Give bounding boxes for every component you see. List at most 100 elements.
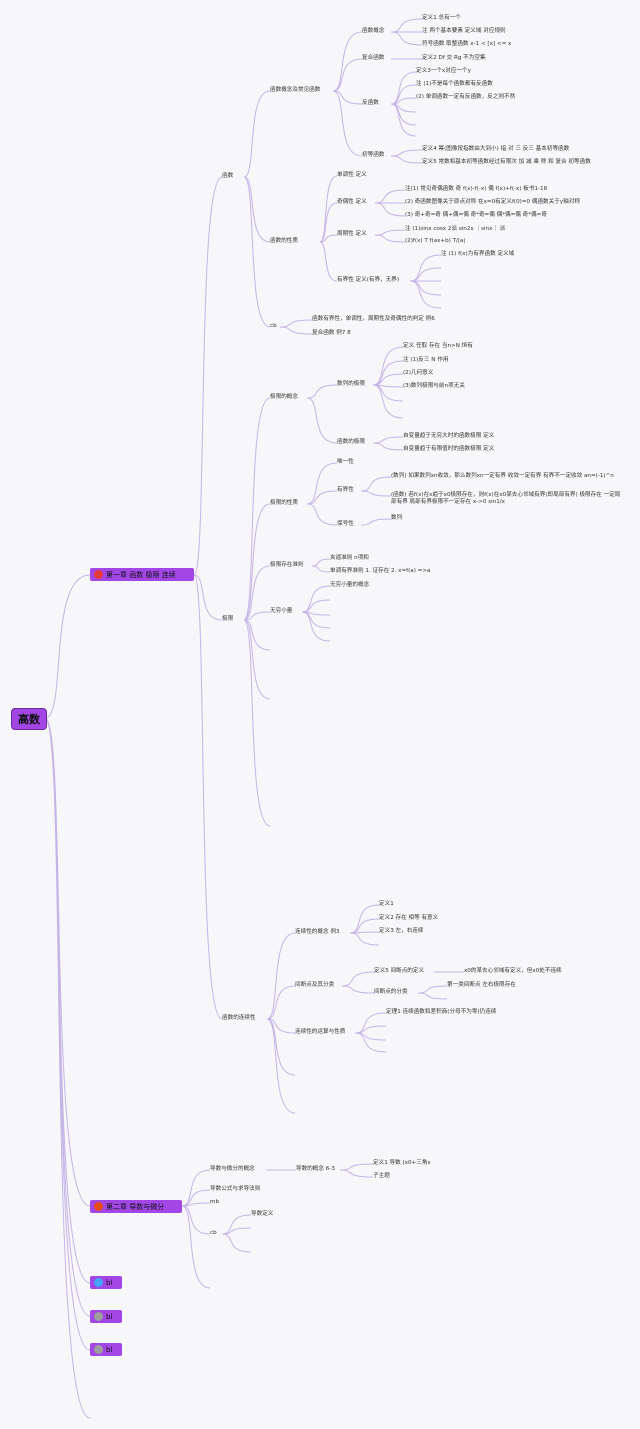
connector-line bbox=[311, 558, 331, 567]
node-ch2-daoshu-gn[interactable]: 导数的概念 6-3 bbox=[296, 1166, 335, 1172]
node-fan[interactable]: 反函数 bbox=[362, 100, 379, 106]
node-zhouqi-item-2[interactable]: (2)f(x) T f(ax+b) T/|a| bbox=[405, 238, 466, 244]
node-lianxu-item-3[interactable]: 定义3 左，右连续 bbox=[379, 928, 424, 934]
connector-line bbox=[374, 234, 406, 243]
node-jixian[interactable]: 极限 bbox=[222, 616, 234, 622]
connector-line bbox=[319, 175, 338, 243]
root-node[interactable]: 高数 bbox=[11, 708, 47, 730]
node-cunzai[interactable]: 极限存在准则 bbox=[270, 562, 304, 568]
node-gainian[interactable]: 函数概念及常见函数 bbox=[270, 87, 321, 93]
node-jiou-item-3[interactable]: (3) 奇+奇=奇 偶+偶=偶 奇*奇=偶 偶*偶=偶 奇*偶=奇 bbox=[405, 212, 547, 218]
node-ch2-mb[interactable]: mb bbox=[210, 1199, 219, 1205]
node-jd-fenlei-item[interactable]: 第一类间断点 左右极限存在 bbox=[447, 982, 516, 988]
node-ch2-cb-item[interactable]: 导数定义 bbox=[251, 1211, 274, 1217]
connector-line bbox=[360, 476, 392, 492]
node-jd-def[interactable]: 定义5 间断点的定义 bbox=[374, 968, 425, 974]
node-fan-item-2[interactable]: 注 (1)不是每个函数都有反函数 bbox=[416, 81, 493, 87]
connector-line bbox=[374, 189, 406, 204]
connector-line bbox=[193, 574, 223, 621]
connector-line bbox=[409, 267, 442, 282]
node-fuhe-item[interactable]: 定义2 Df 交 Rg 不为空集 bbox=[422, 55, 486, 61]
chapter-4-label: bl bbox=[106, 1312, 113, 1321]
node-chudeng-item-1[interactable]: 定义4 幂(图像按指数由大到小) 指 对 三 反三 基本初等函数 bbox=[422, 146, 570, 152]
node-youjie[interactable]: 有界性 定义(有界，无界) bbox=[337, 277, 400, 283]
node-gn-item-2[interactable]: 注 两个基本要素 定义域 对应规则 bbox=[422, 28, 506, 34]
node-cunzai-item-2[interactable]: 单调有界准则 1. 证存在 2. x=f(a) =>a bbox=[330, 568, 431, 574]
chapter-1-node[interactable]: 第一章 函数 极限 连续 bbox=[90, 568, 194, 581]
node-fan-item-1[interactable]: 定义3一个x对应一个y bbox=[416, 68, 471, 74]
node-hanshujx-item-2[interactable]: 自变量趋于有限值时的函数极限 定义 bbox=[403, 446, 495, 452]
node-yunsuan-item[interactable]: 定理1 连续函数和差积商(分母不为零)仍连续 bbox=[386, 1009, 497, 1015]
connector-line bbox=[306, 490, 338, 505]
node-chudeng-item-2[interactable]: 定义5 常数和基本初等函数经过有限次 加 减 乘 除 和 复合 初等函数 bbox=[422, 159, 591, 165]
node-xingzhi[interactable]: 函数的性质 bbox=[270, 238, 298, 244]
node-dandiao[interactable]: 单调性 定义 bbox=[337, 172, 367, 178]
node-shulie-item-1[interactable]: 定义 任取 存在 当n>N 恒有 bbox=[403, 343, 473, 349]
connector-line bbox=[266, 1018, 296, 1076]
connector-line bbox=[44, 717, 91, 1419]
node-ch2-daoshu-item-1[interactable]: 定义1 导数 (x0+三角x bbox=[373, 1160, 431, 1166]
node-ch2-daoshu-item-2[interactable]: 子主题 bbox=[373, 1173, 390, 1179]
chapter-2-label: 第二章 导数与微分 bbox=[106, 1202, 165, 1211]
node-jx-xingzhi[interactable]: 极限的性质 bbox=[270, 500, 298, 506]
node-wuqiong[interactable]: 无穷小量 bbox=[270, 608, 293, 614]
node-baohao[interactable]: 保号性 bbox=[337, 521, 354, 527]
node-shulie-item-4[interactable]: (3)数列极限与前n项无关 bbox=[403, 383, 465, 389]
chapter-4-node[interactable]: bl bbox=[90, 1310, 122, 1323]
node-fan-item-3[interactable]: (2) 单调函数一定有反函数，反之则不然 bbox=[416, 94, 516, 100]
node-jiou-item-2[interactable]: (2) 奇函数图像关于原点对称 在x=0有定义f(0)=0 偶函数关于y轴对称 bbox=[405, 199, 580, 205]
node-jiou[interactable]: 奇偶性 定义 bbox=[337, 199, 367, 205]
connector-line bbox=[193, 176, 223, 576]
node-cb-item-1[interactable]: 函数有界性，单调性，周期性及奇偶性的判定 例6 bbox=[312, 316, 435, 322]
node-jiou-item-1[interactable]: 注(1) 常见奇偶函数 奇 f(x)-f(-x) 偶 f(x)+f(-x) 板书… bbox=[405, 186, 548, 192]
node-youjiexing-item-1[interactable]: (数列) 如果数列xn收敛，那么数列xn一定有界 收敛一定有界 有界不一定收敛 … bbox=[391, 473, 614, 479]
connector-line bbox=[372, 436, 404, 444]
node-jd-fenlei[interactable]: 间断点的分类 bbox=[374, 989, 408, 995]
chapter-2-node[interactable]: 第二章 导数与微分 bbox=[90, 1200, 182, 1213]
connector-line bbox=[243, 176, 271, 328]
node-cb-item-2[interactable]: 复合函数 例7 8 bbox=[312, 330, 351, 336]
node-youjiexing-item-2[interactable]: (函数) 若f(x)在x趋于x0极限存在，则f(x)在x0某去心邻域有界(即局部… bbox=[391, 492, 621, 505]
node-ch2-gainian[interactable]: 导数与微分的概念 bbox=[210, 1166, 255, 1172]
node-lianxu-item-2[interactable]: 定义2 存在 相等 有意义 bbox=[379, 915, 439, 921]
connector-line bbox=[306, 384, 338, 399]
connector-line bbox=[339, 1169, 374, 1178]
node-weiyi[interactable]: 唯一性 bbox=[337, 459, 354, 465]
node-gn-item-3[interactable]: 符号函数 取整函数 x-1 < [x] <= x bbox=[422, 41, 512, 47]
node-zhouqi-item-1[interactable]: 注 (1)sinx cosx 2派 sin2x ｜sinx｜ 派 bbox=[405, 226, 506, 232]
node-hanshujx[interactable]: 函数的极限 bbox=[337, 439, 365, 445]
node-youjiexing[interactable]: 有界性 bbox=[337, 487, 354, 493]
node-zhouqi[interactable]: 周期性 定义 bbox=[337, 231, 367, 237]
connector-line bbox=[266, 1018, 296, 1114]
node-jd-def-item[interactable]: x0的某去心邻域有定义，但x0处不连续 bbox=[464, 968, 562, 974]
node-gn-item-1[interactable]: 定义1 总有一个 bbox=[422, 15, 461, 21]
node-chudeng[interactable]: 初等函数 bbox=[362, 152, 385, 158]
chapter-3-node[interactable]: bl bbox=[90, 1276, 122, 1289]
node-ch2-gongshi[interactable]: 导数公式与求导法则 bbox=[210, 1186, 261, 1192]
node-lianxu-item-1[interactable]: 定义1 bbox=[379, 901, 394, 907]
node-fuhe[interactable]: 复合函数 bbox=[362, 55, 385, 61]
node-jx-gainian[interactable]: 极限的概念 bbox=[270, 394, 298, 400]
connector-line bbox=[390, 31, 423, 46]
connector-line bbox=[181, 1205, 211, 1289]
connector-line bbox=[390, 103, 417, 126]
node-shulie-item-2[interactable]: 注 (1)反三 N 作用 bbox=[403, 357, 449, 363]
connector-line bbox=[301, 599, 331, 613]
node-lianxu[interactable]: 函数的连续性 bbox=[222, 1015, 256, 1021]
connector-line bbox=[354, 1012, 387, 1034]
node-shulie-item-3[interactable]: (2)几何意义 bbox=[403, 370, 434, 376]
node-hanshu[interactable]: 函数 bbox=[222, 173, 234, 179]
chapter-5-node[interactable]: bl bbox=[90, 1343, 122, 1356]
node-cunzai-item-1[interactable]: 夹逼准则 n项和 bbox=[330, 555, 369, 561]
node-shulie[interactable]: 数列的极限 bbox=[337, 381, 365, 387]
node-wuqiong-item[interactable]: 无穷小量的概念 bbox=[330, 582, 370, 588]
node-youjie-item[interactable]: 注 (1) f(x)为有界函数 定义域 bbox=[441, 251, 515, 257]
node-lianxu-gn[interactable]: 连续性的概念 例3 bbox=[295, 929, 340, 935]
node-baohao-item[interactable]: 数列 bbox=[391, 515, 403, 521]
node-cb[interactable]: cb bbox=[270, 323, 277, 329]
node-jianduan[interactable]: 间断点及其分类 bbox=[295, 982, 335, 988]
node-ch2-cb[interactable]: cb bbox=[210, 1230, 217, 1236]
node-hanshujx-item-1[interactable]: 自变量趋于无穷大时的函数极限 定义 bbox=[403, 433, 495, 439]
node-hanshugainian[interactable]: 函数概念 bbox=[362, 28, 385, 34]
node-yunsuan[interactable]: 连续性的运算与性质 bbox=[295, 1029, 346, 1035]
